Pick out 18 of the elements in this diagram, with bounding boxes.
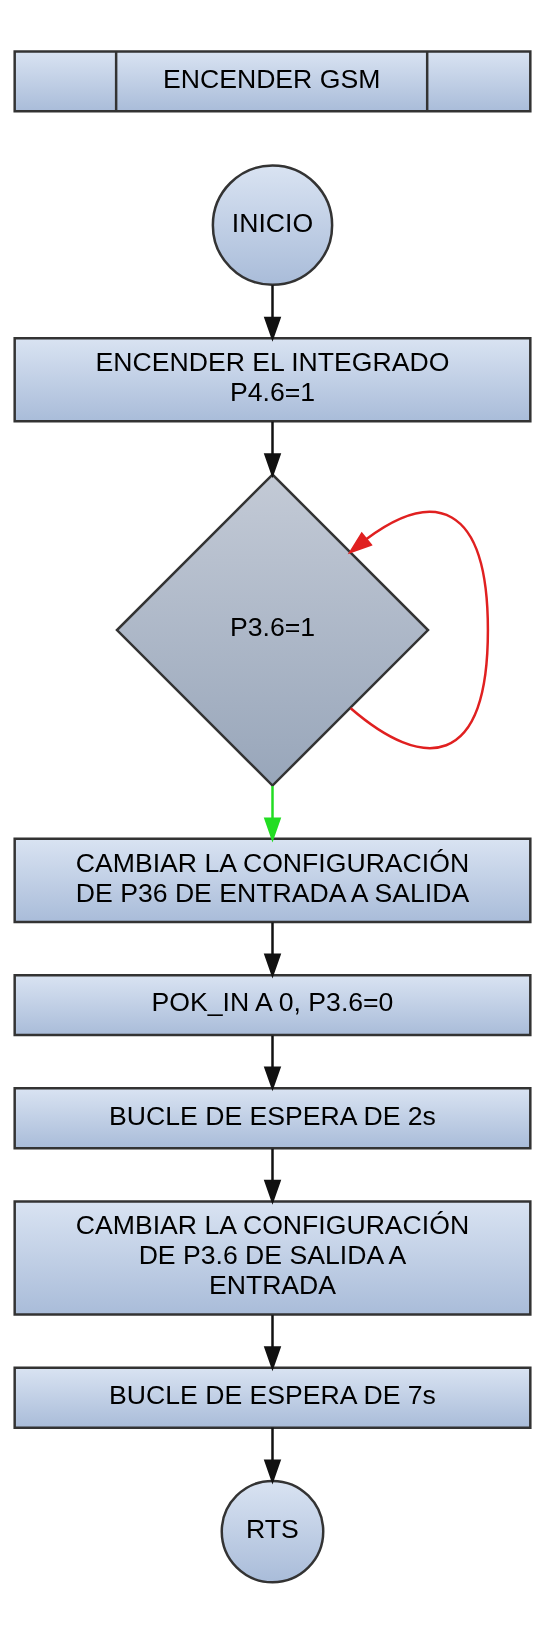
arrow — [263, 421, 282, 479]
node-circle: INICIO — [211, 164, 334, 287]
arrow — [263, 786, 282, 843]
node-box: BUCLE DE ESPERA DE 7s — [13, 1366, 532, 1429]
node-box: ENCENDER EL INTEGRADO P4.6=1 — [13, 336, 532, 423]
node-diamond: P3.6=1 — [115, 472, 430, 788]
arrow — [263, 1427, 282, 1485]
node-box: CAMBIAR LA CONFIGURACIÓN DE P3.6 DE SALIDA A ENTRADA — [13, 1200, 532, 1316]
arrow — [263, 1035, 282, 1092]
arrow — [263, 1315, 282, 1372]
arrow — [263, 922, 282, 979]
arrow — [347, 510, 490, 750]
arrow — [263, 285, 282, 342]
node-box: POK_IN A 0, P3.6=0 — [13, 973, 532, 1037]
arrow — [263, 1148, 282, 1205]
node-circle: RTS — [220, 1479, 325, 1584]
node-box: BUCLE DE ESPERA DE 2s — [13, 1087, 532, 1150]
node-box: CAMBIAR LA CONFIGURACIÓN DE P36 DE ENTRADA A SALIDA — [13, 837, 532, 924]
